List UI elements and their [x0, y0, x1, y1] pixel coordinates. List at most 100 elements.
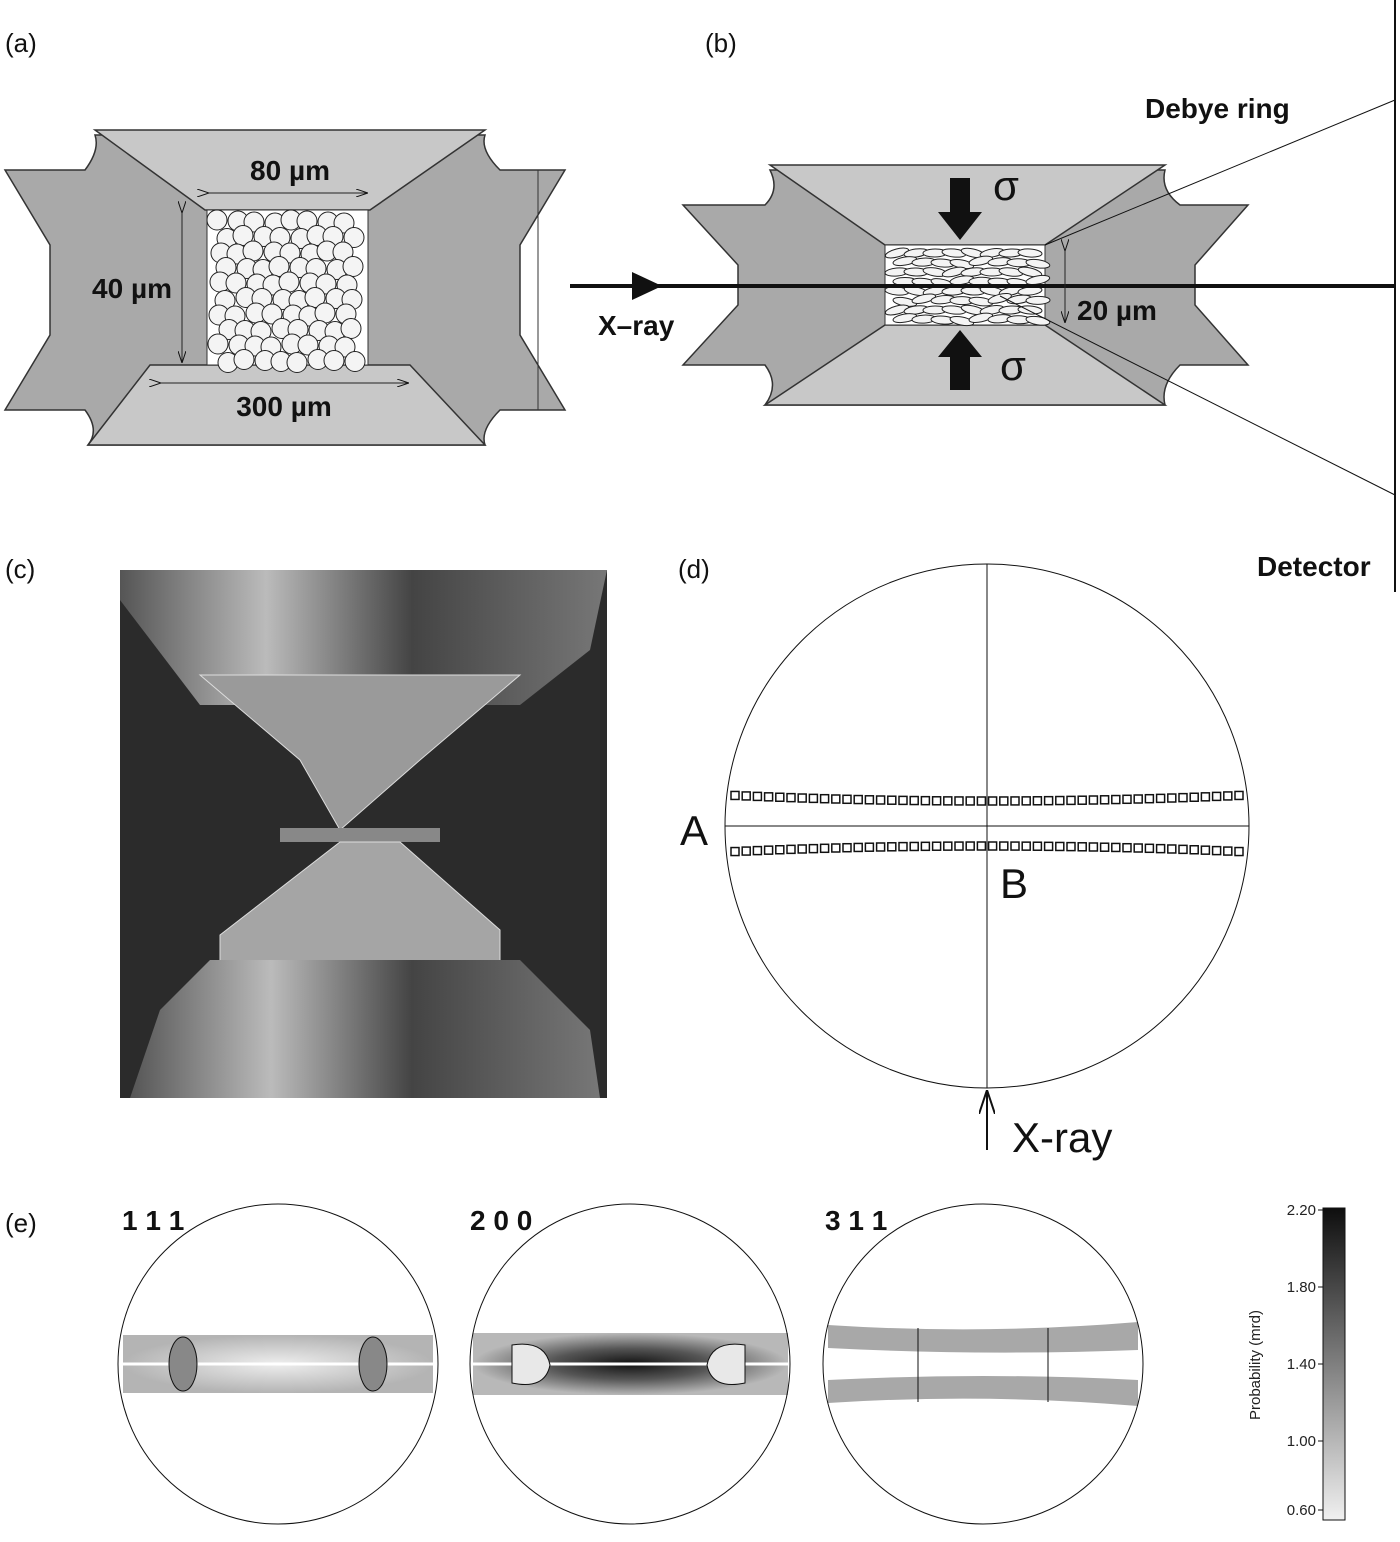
- deformed-grain: [987, 292, 1012, 304]
- lower-seat: [130, 960, 600, 1098]
- orientation-marker: [1055, 795, 1065, 806]
- stress-arrow-down: [938, 178, 982, 240]
- colorbar-tick-label: 1.80: [1287, 1279, 1316, 1296]
- orientation-marker: [1200, 792, 1211, 802]
- orientation-marker: [1155, 793, 1166, 804]
- orientation-marker: [1077, 842, 1087, 852]
- orientation-marker: [1178, 792, 1188, 803]
- orientation-marker: [842, 794, 852, 805]
- panel-label-e: (e): [5, 1208, 37, 1238]
- panel-c-dac-photo: [120, 570, 607, 1098]
- orientation-marker: [954, 796, 964, 806]
- deformed-grain: [968, 255, 994, 266]
- orientation-marker: [1088, 842, 1099, 852]
- grain: [207, 333, 229, 355]
- panel-label-c: (c): [5, 554, 35, 584]
- grain: [233, 349, 255, 370]
- orientation-marker: [1021, 841, 1031, 851]
- texture-band-lower: [828, 1376, 1138, 1406]
- orientation-marker: [875, 842, 886, 852]
- orientation-marker: [819, 843, 830, 854]
- panel-a-cell-diagram: 80 µm 40 µm 300 µm: [3, 129, 567, 446]
- orientation-marker: [1211, 845, 1222, 856]
- panel-b-diffraction-geometry: X–ray Debye ring Detector σ σ 20 µm: [570, 0, 1396, 592]
- orientation-marker: [1189, 792, 1199, 802]
- panel-label-d: (d): [678, 554, 710, 584]
- orientation-marker: [887, 795, 897, 805]
- orientation-marker: [853, 842, 863, 853]
- orientation-marker: [1133, 794, 1143, 804]
- orientation-marker: [797, 844, 807, 854]
- stress-label-bottom: σ: [1000, 342, 1026, 389]
- xray-label: X-ray: [1012, 1114, 1112, 1161]
- deformed-grain: [1025, 258, 1051, 269]
- colorbar-tick-label: 2.20: [1287, 1202, 1316, 1219]
- grain: [261, 303, 283, 325]
- orientation-marker: [1043, 841, 1054, 852]
- orientation-marker: [1144, 843, 1155, 854]
- orientation-marker: [976, 796, 987, 806]
- debye-ring-label: Debye ring: [1145, 93, 1290, 124]
- orientation-marker: [831, 794, 841, 804]
- upper-seat: [120, 570, 607, 705]
- orientation-marker: [1133, 843, 1143, 853]
- colorbar-tick-label: 0.60: [1287, 1502, 1316, 1519]
- stress-arrow-up: [938, 330, 982, 390]
- orientation-marker: [808, 793, 819, 804]
- orientation-marker: [898, 841, 908, 852]
- orientation-marker: [1099, 842, 1110, 852]
- orientation-marker: [976, 841, 987, 851]
- orientation-marker: [1122, 794, 1132, 805]
- orientation-marker: [741, 846, 751, 856]
- orientation-marker: [1032, 841, 1043, 851]
- orientation-marker: [775, 792, 785, 802]
- orientation-marker: [999, 841, 1009, 851]
- orientation-marker: [819, 793, 830, 804]
- orientation-marker: [775, 845, 785, 855]
- orientation-marker: [864, 795, 875, 805]
- orientation-marker: [1099, 795, 1110, 805]
- orientation-marker: [875, 795, 886, 805]
- orientation-marker: [1111, 794, 1121, 805]
- orientation-marker: [853, 794, 863, 805]
- panel-label-a: (a): [5, 28, 37, 58]
- orientation-marker: [954, 841, 964, 851]
- orientation-marker: [1055, 841, 1065, 852]
- orientation-marker: [1211, 791, 1222, 802]
- orientation-marker: [1155, 843, 1166, 854]
- orientation-marker: [999, 796, 1009, 806]
- panel-label-b: (b): [705, 28, 737, 58]
- orientation-marker: [1167, 844, 1177, 854]
- grain: [297, 334, 319, 356]
- gasket: [280, 828, 440, 842]
- orientation-marker: [1111, 842, 1121, 853]
- pole-figure-111: 1 1 1: [117, 1203, 439, 1525]
- orientation-marker: [752, 845, 763, 856]
- debye-cone-upper: [1044, 99, 1396, 246]
- deformed-grain: [1017, 248, 1043, 258]
- debye-cone-lower: [999, 295, 1396, 496]
- grain: [340, 318, 362, 339]
- orientation-marker: [931, 796, 942, 806]
- orientation-marker: [1066, 795, 1076, 806]
- deformed-grains: [884, 247, 1051, 327]
- orientation-marker: [931, 841, 942, 851]
- grain: [242, 240, 264, 262]
- point-a-label: A: [680, 807, 708, 854]
- orientation-marker: [1178, 844, 1188, 855]
- panel-e-pole-figures: 1 1 1 2 0 0 3 1 1 2.201.801.401.000.60 P…: [117, 1202, 1346, 1525]
- grain: [314, 302, 336, 324]
- orientation-marker: [730, 846, 740, 857]
- orientation-marker: [987, 796, 998, 806]
- orientation-marker: [1043, 795, 1054, 806]
- orientation-marker: [920, 841, 931, 852]
- orientation-marker: [909, 795, 919, 806]
- orientation-marker: [842, 842, 852, 853]
- orientation-marker: [808, 843, 819, 854]
- orientation-marker: [1234, 846, 1244, 857]
- orientation-marker: [1223, 846, 1233, 856]
- orientation-marker: [1077, 795, 1087, 805]
- top-anvil: [92, 129, 488, 211]
- orientation-marker: [1010, 841, 1020, 851]
- deformed-grain: [968, 312, 994, 323]
